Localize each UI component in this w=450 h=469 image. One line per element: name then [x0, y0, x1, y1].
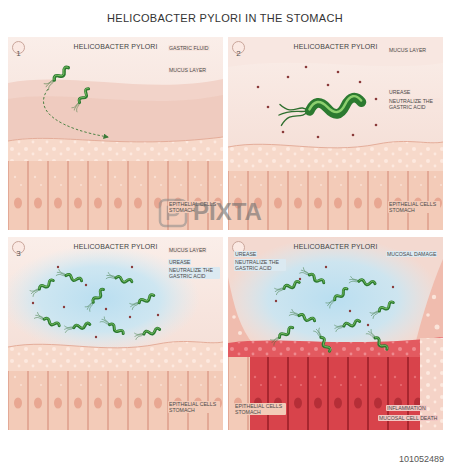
stage-3-illustration: [8, 237, 223, 430]
step-number-text: 2: [236, 50, 241, 58]
region-label: INFLAMMATION: [386, 405, 427, 411]
urease-dots: [257, 66, 378, 139]
region-label: GASTRIC FLUID: [168, 45, 210, 51]
region-label: NEUTRALIZE THE GASTRIC ACID: [234, 259, 286, 271]
neutralized-zone: [8, 245, 200, 353]
bacterium: [43, 65, 71, 90]
bacteria-group: [29, 269, 160, 340]
stage-1-illustration: [8, 37, 223, 230]
region-label: UREASE: [388, 89, 411, 95]
step-number-text: 1: [16, 50, 21, 58]
region-label: EPITHELIAL CELLS STOMACH: [234, 403, 286, 415]
surface-edge: [8, 341, 223, 347]
stage-4-illustration: [228, 237, 443, 430]
bacterium: [277, 93, 363, 125]
damaged-mucosa: [228, 277, 254, 345]
region-label: EPITHELIAL CELLS STOMACH: [388, 201, 440, 213]
panel-heading: HELICOBACTER PYLORI: [228, 243, 443, 251]
surface-edge: [8, 137, 223, 142]
region-label: MUCUS LAYER: [168, 67, 207, 73]
region-label: UREASE: [168, 259, 191, 265]
dying-cells: [228, 357, 443, 430]
diagram-title: HELICOBACTER PYLORI IN THE STOMACH: [107, 12, 343, 25]
region-label: MUCUS LAYER: [388, 47, 427, 53]
step-number: 3: [12, 241, 25, 254]
region-label: MUCUS LAYER: [168, 247, 207, 253]
bacterium: [71, 87, 91, 112]
region-label: MUCOSAL CELL DEATH: [378, 415, 438, 421]
region-label: NEUTRALIZE THE GASTRIC ACID: [388, 98, 440, 110]
region-label: EPITHELIAL CELLS STOMACH: [168, 401, 220, 413]
watermark: PIXTA: [192, 200, 263, 224]
urease-dots: [32, 266, 159, 338]
step-number: 1: [12, 41, 25, 54]
epithelial-cells: [8, 161, 223, 230]
image-id: 101052489: [398, 455, 445, 464]
mucosa-bubbles: [232, 295, 439, 335]
region-label: NEUTRALIZE THE GASTRIC ACID: [168, 267, 220, 279]
movement-arrow: [43, 89, 108, 137]
epithelial-cells: [8, 371, 223, 430]
gastric-fluid: [8, 37, 223, 230]
surface-edge: [228, 141, 443, 147]
region-label: UREASE: [234, 251, 257, 257]
epithelial-cells: [228, 357, 250, 430]
step-number: 2: [232, 41, 245, 54]
urease-dots: [275, 266, 394, 326]
bacteria-group: [270, 267, 395, 353]
step-number-text: 3: [16, 250, 21, 258]
damaged-mucosa: [416, 259, 443, 341]
region-label: MUCOSAL DAMAGE: [386, 251, 437, 257]
mucus-layer: [228, 37, 443, 67]
